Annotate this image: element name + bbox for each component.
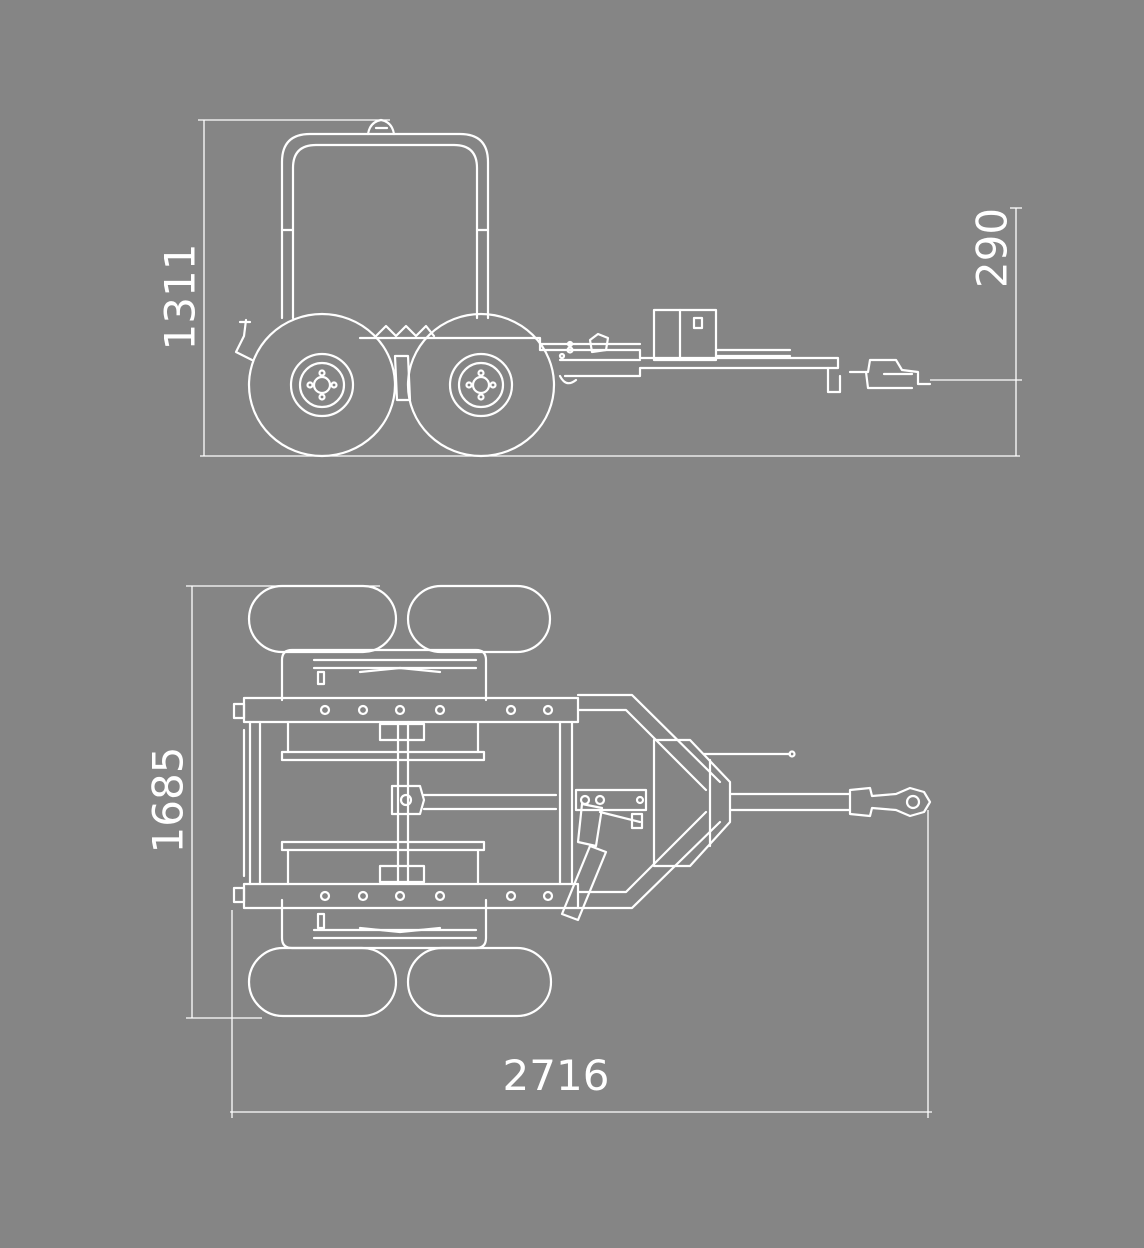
- axle-supports: [280, 720, 486, 886]
- length-dimension: 2716: [503, 1051, 610, 1100]
- a-frame: [576, 693, 722, 910]
- roll-bar: [280, 118, 490, 320]
- axle-hub: [393, 354, 412, 402]
- tongue: [702, 750, 932, 818]
- rear-wheel: [247, 312, 397, 458]
- top-view: [232, 584, 932, 1018]
- coupling-housing: [652, 738, 732, 868]
- upper-fender: [280, 648, 488, 702]
- lower-fender: [280, 898, 488, 950]
- coupling-block: [652, 308, 792, 362]
- top-dimension-lines: [186, 585, 932, 1118]
- main-frame: [232, 696, 580, 910]
- side-view: [234, 118, 932, 458]
- front-wheel: [406, 312, 556, 458]
- hydraulic-ram: [560, 802, 644, 922]
- wheel-top-right: [406, 584, 552, 654]
- hitch: [826, 358, 932, 394]
- width-dimension: 1685: [144, 747, 193, 854]
- height-dimension: 1311: [156, 244, 205, 351]
- side-dimension-lines: [198, 119, 1022, 457]
- rear-light: [234, 318, 254, 362]
- hitch-height-dimension: 290: [968, 208, 1017, 288]
